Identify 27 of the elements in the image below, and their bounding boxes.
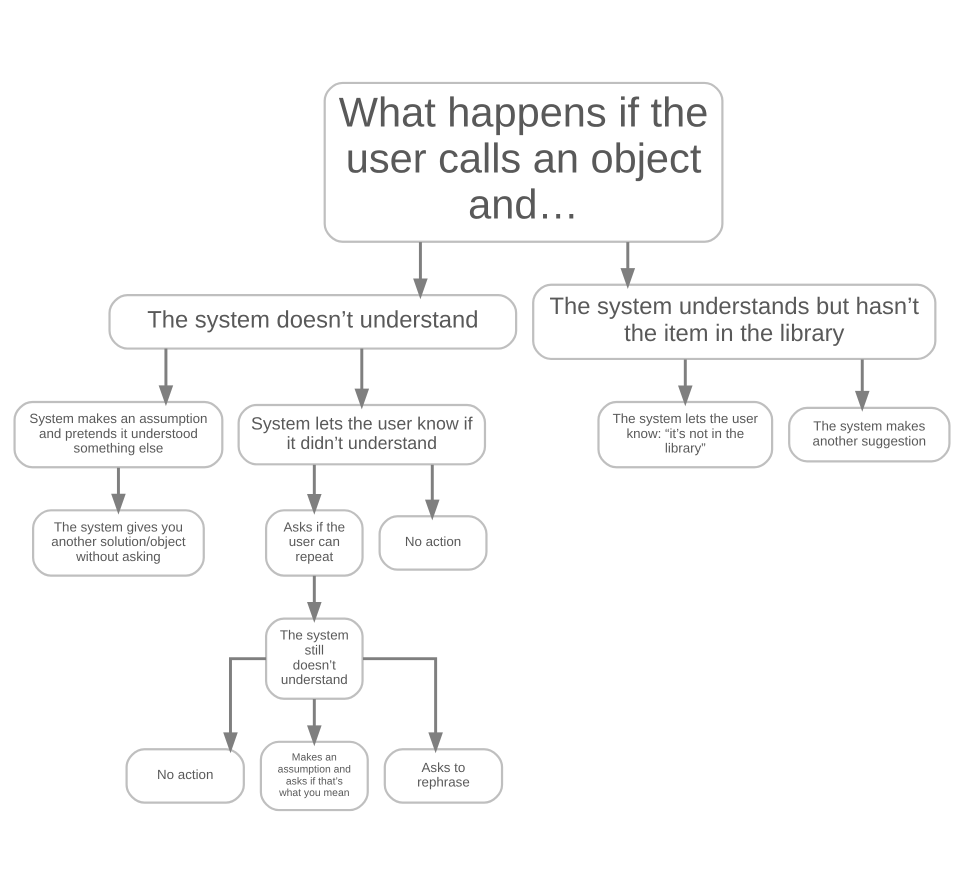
node-box: Asks if the user can repeat	[264, 509, 364, 577]
arrow	[223, 657, 266, 754]
node-box: The system lets the user know: “it’s not in the library”	[597, 400, 774, 468]
node-box: The system doesn’t understand	[108, 294, 518, 350]
node-box: System lets the user know if it didn’t understand	[238, 404, 486, 466]
node-box: The system makes another suggestion	[788, 406, 951, 462]
node-box: No action	[378, 515, 488, 571]
arrow	[854, 359, 870, 412]
node-box: What happens if the user calls an object and…	[324, 82, 724, 243]
arrow	[307, 576, 322, 623]
node-box: The system still doesn’t understand	[264, 618, 364, 700]
arrow	[425, 464, 440, 520]
arrow	[620, 242, 636, 289]
arrow	[158, 348, 174, 406]
node-box: Makes an assumption and asks if that’s what you mean	[260, 740, 369, 812]
arrow	[307, 699, 322, 746]
node-box: System makes an assumption and pretends it understood something else	[13, 400, 224, 468]
node-box: The system understands but hasn’t the item in the library	[532, 284, 936, 360]
node-box: The system gives you another solution/object without asking	[32, 509, 205, 577]
arrow	[362, 657, 443, 754]
node-box: Asks to rephrase	[384, 748, 504, 804]
arrow	[354, 348, 370, 410]
arrow	[111, 468, 126, 515]
arrow	[307, 464, 322, 515]
node-box: No action	[125, 748, 245, 804]
arrow	[413, 242, 428, 300]
arrow	[678, 359, 693, 406]
